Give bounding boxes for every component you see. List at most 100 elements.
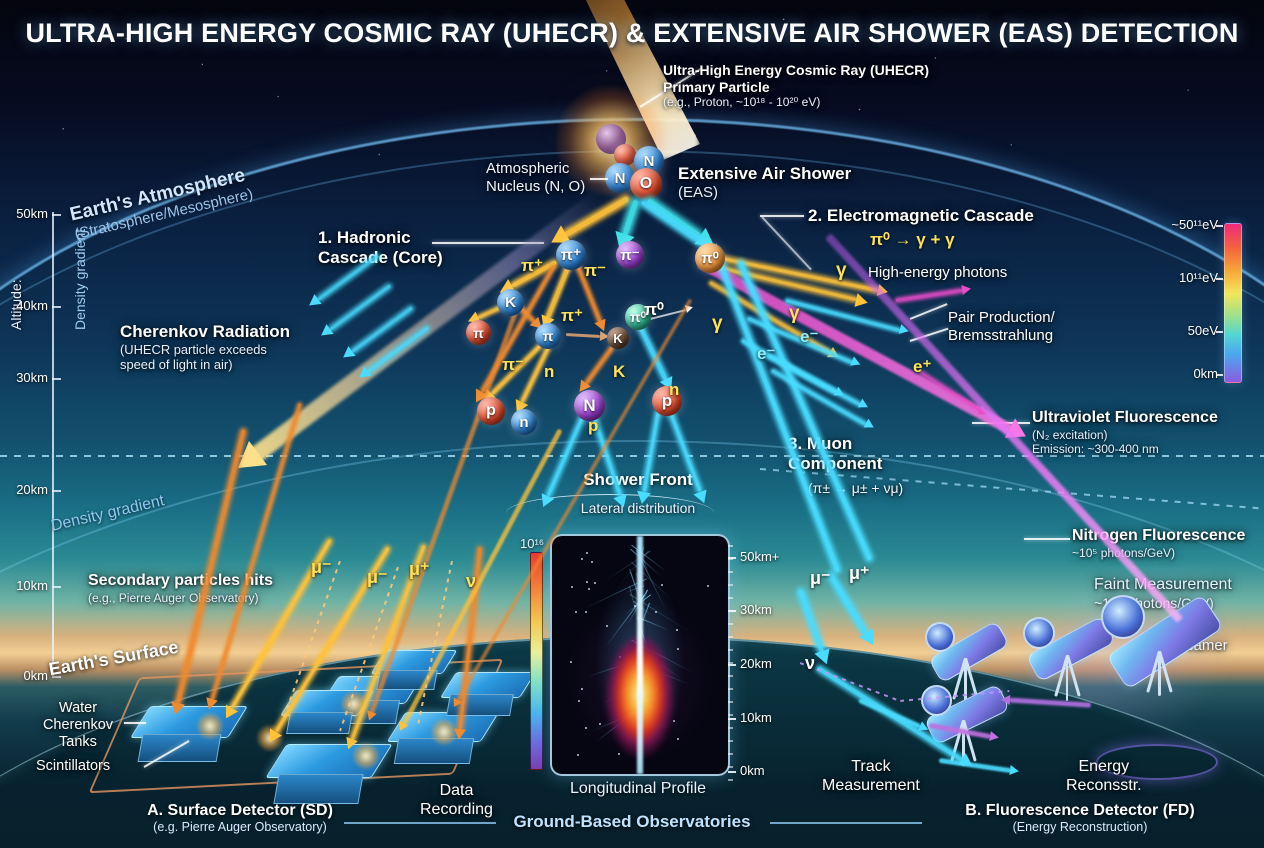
tank-hit-flash: [196, 712, 224, 740]
altitude-tick-label: 20km: [0, 482, 48, 497]
inset-minor-tick: [728, 766, 733, 768]
particle-node: π⁰: [695, 243, 725, 273]
em-cascade-formula: π⁰ → γ + γ: [870, 230, 955, 250]
particle-track: [771, 369, 866, 425]
muon-formula: (π± → μ± + νμ): [808, 480, 903, 497]
inset-tick: [728, 664, 736, 666]
track-arrowhead: [453, 729, 466, 741]
particle-symbol-label: π⁺: [521, 256, 543, 276]
inset-tick-label: 50km+: [740, 549, 779, 564]
track-arrowhead: [1001, 694, 1011, 705]
uv-fluor-title: Ultraviolet Fluorescence: [1032, 409, 1218, 428]
energy-colorbar: [1224, 223, 1242, 383]
faint-title: Faint Measurement: [1094, 576, 1232, 595]
wct-line3: Tanks: [32, 734, 124, 751]
fluorescence-detector-caption: B. Fluorescence Detector (FD) (Energy Re…: [900, 802, 1260, 834]
profile-particle-dot: [634, 605, 636, 607]
inset-colorbar-label: 10¹⁶: [520, 536, 544, 551]
inset-minor-tick: [728, 753, 733, 755]
water-cherenkov-tanks-label: Water Cherenkov Tanks: [32, 700, 124, 751]
particle-symbol-label: K: [613, 362, 625, 382]
profile-particle-dot: [707, 585, 709, 587]
inset-minor-tick: [728, 649, 733, 651]
track-measurement-label: Track Measurement: [822, 758, 920, 796]
scintillators-label: Scintillators: [36, 758, 110, 775]
uv-fluorescence-label: Ultraviolet Fluorescence (N₂ excitation)…: [1032, 409, 1218, 456]
particle-node: π: [535, 323, 561, 349]
nucleus-o-1: O: [630, 168, 662, 200]
fd-title: B. Fluorescence Detector (FD): [900, 802, 1260, 820]
energy-colorbar-tick-label: ~50¹¹eV: [1128, 217, 1218, 232]
profile-core-axis: [637, 536, 643, 774]
energy-colorbar-tick-label: 0km: [1128, 366, 1218, 381]
particle-symbol-label: μ⁻: [367, 567, 388, 588]
fd-subtitle: (Energy Reconstruction): [900, 820, 1260, 834]
profile-particle-dot: [577, 754, 579, 756]
altitude-tick-label: 40km: [0, 298, 48, 313]
energy-reconstruction-label: Energy Reconsstr.: [1066, 758, 1142, 796]
particle-symbol-label: e⁺: [913, 357, 931, 377]
inset-minor-tick: [728, 675, 733, 677]
eas-label: Extensive Air Shower (EAS): [678, 164, 851, 202]
profile-particle-dot: [571, 586, 573, 588]
sd-subtitle: (e.g. Pierre Auger Observatory): [60, 820, 420, 834]
particle-track: [896, 289, 962, 302]
longitudinal-profile-inset: [550, 534, 730, 776]
inset-tick: [728, 718, 736, 720]
particle-track: [566, 333, 600, 338]
track-line1: Track: [822, 758, 920, 777]
altitude-tick-label: 0km: [0, 668, 48, 683]
inset-minor-tick: [728, 701, 733, 703]
inset-minor-tick: [728, 740, 733, 742]
leader-nucleus: [590, 178, 608, 180]
pair-production-line2: Bremsstrahlung: [948, 327, 1055, 345]
atmospheric-nucleus-label: Atmospheric Nucleus (N, O): [486, 160, 585, 195]
particle-node: π⁺: [556, 240, 586, 270]
track-arrowhead: [1009, 765, 1019, 776]
profile-particle-dot: [575, 611, 577, 613]
pair-production-label: Pair Production/ Bremsstrahlung: [948, 309, 1055, 344]
track-line2: Measurement: [822, 777, 920, 796]
high-energy-photons-label: High-energy photons: [868, 264, 1007, 282]
track-arrowhead: [961, 283, 971, 294]
inset-minor-tick: [728, 623, 733, 625]
hadronic-line2: Cascade (Core): [318, 248, 443, 268]
telescope-tripod-leg: [1158, 651, 1161, 697]
wct-line2: Cherenkov: [32, 717, 124, 734]
atmosphere-label: Earth's Atmosphere (Stratosphere/Mesosph…: [68, 164, 255, 243]
track-arrowhead: [989, 731, 1000, 742]
track-arrowhead: [850, 357, 862, 370]
profile-particle-dot: [599, 723, 601, 725]
particle-symbol-label: γ: [712, 313, 723, 335]
cherenkov-title: Cherenkov Radiation: [120, 322, 290, 342]
sd-title: A. Surface Detector (SD): [60, 802, 420, 820]
track-arrowhead: [854, 293, 869, 309]
profile-particle-dot: [677, 648, 679, 650]
particle-track: [329, 285, 391, 332]
primary-particle-energy: (e.g., Proton, ~10¹⁸ - 10²⁰ eV): [663, 95, 929, 109]
energy-colorbar-tick: [1216, 278, 1223, 280]
energy-line1: Energy: [1066, 758, 1142, 777]
inset-tick-label: 20km: [740, 656, 772, 671]
atmospheric-nucleus-line2: Nucleus (N, O): [486, 178, 585, 196]
inset-minor-tick: [728, 571, 733, 573]
particle-symbol-label: μ⁺: [409, 559, 430, 580]
hadronic-line1: 1. Hadronic: [318, 228, 443, 248]
energy-colorbar-tick: [1216, 225, 1223, 227]
inset-minor-tick: [728, 584, 733, 586]
particle-symbol-label: μ⁻: [810, 568, 831, 589]
altitude-tick-label: 50km: [0, 206, 48, 221]
particle-symbol-label: μ⁺: [849, 563, 870, 584]
leader-em: [760, 215, 804, 217]
particle-symbol-label: π⁺: [561, 306, 583, 326]
altitude-tick-label: 10km: [0, 578, 48, 593]
eas-title: Extensive Air Shower: [678, 164, 851, 184]
particle-symbol-label: e⁻: [800, 327, 818, 347]
hadronic-cascade-label: 1. Hadronic Cascade (Core): [318, 228, 443, 268]
altitude-tick: [52, 490, 61, 492]
page-title: ULTRA-HIGH ENERGY COSMIC RAY (UHECR) & E…: [0, 18, 1264, 49]
inset-minor-tick: [728, 545, 733, 547]
wct-line1: Water: [32, 700, 124, 717]
cherenkov-sub2: speed of light in air): [120, 357, 290, 372]
